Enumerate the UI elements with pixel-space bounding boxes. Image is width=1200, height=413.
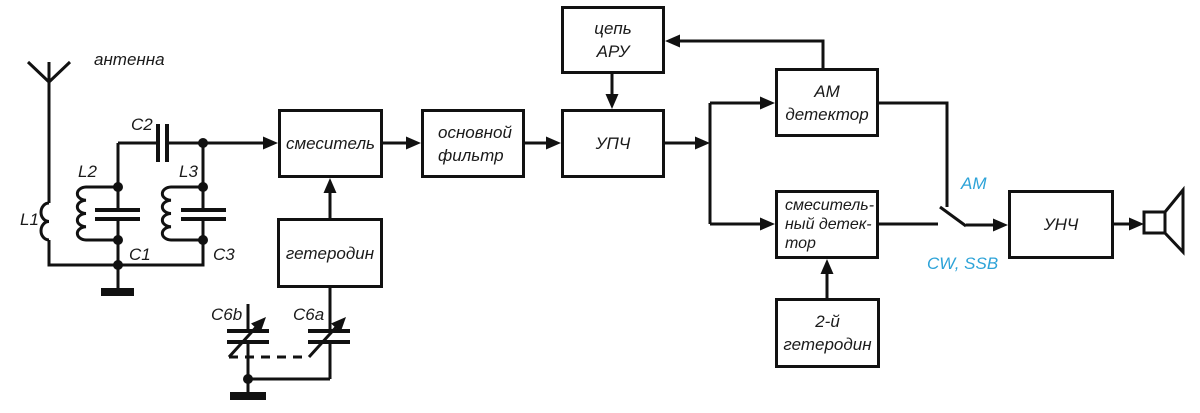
ground-return-wire — [47, 240, 205, 267]
mode-switch-icon — [939, 205, 967, 228]
antenna-icon — [26, 60, 72, 203]
wire-2nd-osc-to-detector — [820, 259, 834, 298]
block-am-detector: АМ детектор — [775, 68, 879, 137]
label-l2: L2 — [78, 162, 97, 181]
capacitor-c3 — [181, 208, 226, 221]
wire-agc-feedback — [665, 34, 825, 68]
block-local-oscillator-label: гетеродин — [285, 243, 375, 263]
label-l3: L3 — [179, 162, 198, 181]
label-l1: L1 — [20, 210, 39, 229]
block-local-oscillator: гетеродин — [277, 218, 383, 288]
block-mixer-label: смеситель — [286, 134, 375, 153]
wire-tank-to-mixer — [203, 136, 278, 150]
label-antenna: антенна — [94, 50, 165, 69]
label-c6b: C6b — [211, 305, 243, 324]
block-agc-line2: АРУ — [596, 42, 630, 61]
wire-branch-to-am-detector — [710, 96, 775, 110]
label-c1: C1 — [129, 245, 151, 264]
label-c3: C3 — [213, 245, 235, 264]
wire-ifamp-output — [665, 103, 712, 224]
capacitor-c1 — [95, 208, 140, 221]
block-af-amplifier: УНЧ — [1008, 190, 1114, 259]
block-second-oscillator-line2: гетеродин — [783, 335, 872, 354]
inductor-l1 — [39, 201, 50, 242]
block-second-oscillator: 2-й гетеродин — [775, 298, 880, 368]
wire-agc-to-ifamp — [605, 74, 619, 109]
wire-branch-to-mixing-detector — [710, 217, 775, 231]
block-second-oscillator-line1: 2-й — [815, 312, 840, 331]
label-mode-am: AM — [961, 174, 987, 193]
wire-oscillator-to-mixer — [323, 178, 337, 218]
junction-dots — [113, 138, 253, 384]
block-mixing-detector: смеситель- ный детек- тор — [775, 190, 879, 259]
wire-switch-to-afamp — [966, 218, 1008, 232]
block-agc-line1: цепь — [594, 19, 632, 38]
capacitor-c2 — [156, 124, 169, 162]
block-mixing-detector-line1: смеситель- — [785, 197, 875, 214]
inductor-l2 — [75, 185, 118, 242]
variable-capacitor-c6b — [227, 304, 269, 379]
block-am-detector-line1: АМ — [814, 81, 840, 101]
wire-mixer-to-filter — [383, 136, 421, 150]
wire-am-detector-output — [879, 101, 949, 207]
block-af-amplifier-label: УНЧ — [1043, 215, 1079, 234]
block-agc-circuit: цепь АРУ — [561, 6, 665, 74]
label-c6a: C6a — [293, 305, 325, 324]
block-if-amplifier-label: УПЧ — [595, 134, 631, 153]
block-mixing-detector-line3: тор — [785, 235, 816, 252]
block-am-detector-line2: детектор — [785, 104, 869, 124]
wire-filter-to-ifamp — [525, 136, 561, 150]
block-main-filter-line2: фильтр — [438, 145, 504, 165]
label-c2: C2 — [131, 115, 153, 134]
label-mode-cw-ssb: CW, SSB — [927, 254, 999, 273]
variable-capacitor-c6a — [307, 287, 350, 379]
inductor-l3 — [160, 185, 203, 242]
block-mixing-detector-line2: ный детек- — [785, 216, 872, 233]
speaker-icon — [1142, 185, 1185, 256]
block-main-filter: основной фильтр — [421, 109, 525, 178]
block-main-filter-line1: основной — [438, 122, 512, 142]
block-if-amplifier: УПЧ — [561, 109, 665, 178]
wire-afamp-to-speaker — [1114, 217, 1144, 231]
block-mixer: смеситель — [278, 109, 383, 178]
